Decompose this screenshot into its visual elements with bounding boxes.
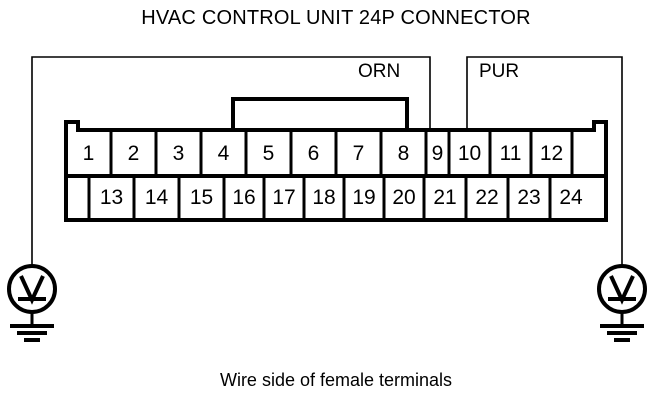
pin-20: 20 [392,186,416,209]
pin-14: 14 [144,186,169,209]
pin-13: 13 [99,186,124,209]
pin-9: 9 [431,142,444,165]
pin-18: 18 [312,186,336,209]
pin-12: 12 [539,142,564,165]
wire-label-pur: PUR [479,61,520,82]
wire-orn [31,56,431,266]
pin-17: 17 [272,186,296,209]
pin-10: 10 [457,142,482,165]
ground-symbol-left [10,312,54,342]
pin-2: 2 [127,142,140,165]
voltmeter-right [597,264,647,342]
pin-23: 23 [517,186,541,209]
pin-7: 7 [352,142,365,165]
wire-pur [466,56,623,266]
pin-6: 6 [307,142,320,165]
pin-22: 22 [475,186,499,209]
pin-16: 16 [232,186,256,209]
pin-21: 21 [433,186,457,209]
pin-5: 5 [262,142,275,165]
pin-8: 8 [397,142,410,165]
ground-symbol-right [600,312,644,342]
diagram-title: HVAC CONTROL UNIT 24P CONNECTOR [141,7,531,29]
pin-3: 3 [172,142,185,165]
wire-label-orn: ORN [358,61,401,82]
voltmeter-left [7,264,57,342]
top-row-dividers [109,130,574,176]
pin-19: 19 [352,186,376,209]
diagram-caption: Wire side of female terminals [219,370,453,390]
pin-15: 15 [189,186,214,209]
bottom-row-dividers [87,176,552,220]
pin-4: 4 [217,142,230,165]
pin-1: 1 [82,142,95,165]
pin-24: 24 [559,186,583,209]
pin-11: 11 [499,142,522,165]
connector-body [64,97,608,222]
